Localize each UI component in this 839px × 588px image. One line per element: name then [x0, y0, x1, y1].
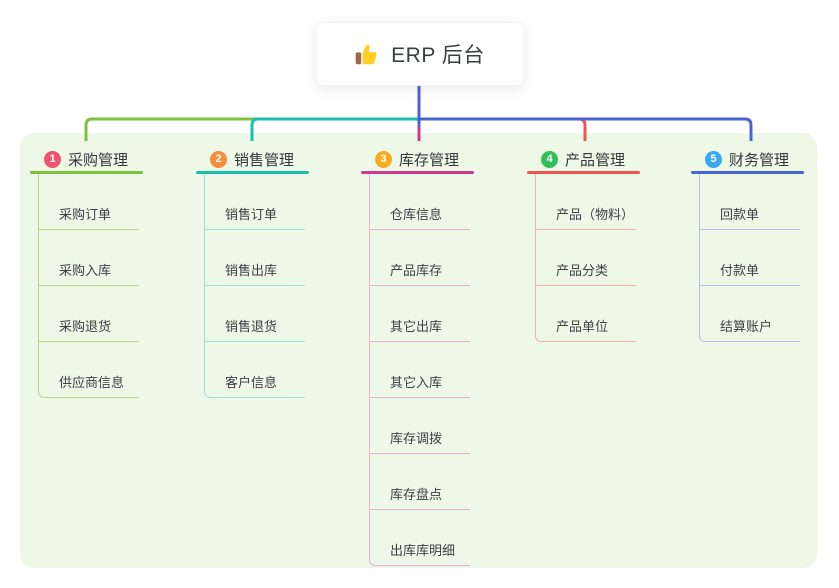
child-row[interactable]: 客户信息 [205, 342, 305, 397]
child-label: 出库库明细 [390, 543, 456, 558]
branch-number-badge: 3 [375, 150, 392, 168]
child-row[interactable]: 其它入库 [370, 342, 470, 398]
child-row[interactable]: 产品（物料） [536, 174, 636, 230]
branch-number-badge: 4 [541, 150, 558, 168]
child-label: 仓库信息 [390, 207, 443, 222]
branch-header-inventory[interactable]: 3 库存管理 [361, 150, 481, 169]
child-label: 产品分类 [556, 263, 609, 278]
branch-title: 产品管理 [565, 151, 626, 169]
connector-branch-finance [419, 117, 753, 141]
branch-inventory: 3 库存管理 仓库信息 产品库存 其它出库 其它入库 库存调拨 库存盘点 出库库… [361, 150, 481, 566]
child-label: 库存盘点 [390, 487, 443, 502]
child-label: 回款单 [720, 207, 760, 222]
branch-number-badge: 1 [44, 150, 61, 168]
child-row[interactable]: 库存调拨 [370, 398, 470, 454]
child-label: 采购订单 [59, 207, 112, 222]
child-row[interactable]: 销售订单 [205, 174, 305, 230]
child-label: 销售退货 [225, 319, 278, 334]
child-label: 客户信息 [225, 375, 278, 390]
branch-title: 采购管理 [68, 151, 129, 169]
connector-branch-sales [250, 117, 419, 141]
branch-underline [196, 171, 309, 174]
branch-children: 采购订单 采购入库 采购退货 供应商信息 [38, 174, 139, 398]
thumbs-up-icon [355, 44, 377, 64]
child-label: 库存调拨 [390, 431, 443, 446]
child-label: 销售订单 [225, 207, 278, 222]
child-label: 产品库存 [390, 263, 443, 278]
child-row[interactable]: 库存盘点 [370, 454, 470, 510]
branch-header-product[interactable]: 4 产品管理 [527, 150, 647, 169]
root-title: ERP 后台 [391, 44, 485, 67]
child-label: 采购退货 [59, 319, 112, 334]
branch-title: 销售管理 [234, 151, 295, 169]
branch-sales: 2 销售管理 销售订单 销售出库 销售退货 客户信息 [196, 150, 316, 398]
branch-finance: 5 财务管理 回款单 付款单 结算账户 [691, 150, 811, 342]
child-label: 其它出库 [390, 319, 443, 334]
branch-underline [527, 171, 640, 174]
child-label: 采购入库 [59, 263, 112, 278]
branch-number-badge: 2 [210, 150, 227, 168]
child-row[interactable]: 结算账户 [700, 286, 800, 341]
child-row[interactable]: 付款单 [700, 230, 800, 286]
connector-branch-purchase [84, 117, 419, 141]
child-label: 产品（物料） [556, 207, 635, 222]
connector-lines [84, 85, 753, 141]
child-row[interactable]: 产品单位 [536, 286, 636, 341]
mindmap-panel [20, 133, 817, 568]
branch-underline [30, 171, 143, 174]
child-row[interactable]: 产品分类 [536, 230, 636, 286]
branch-header-purchase[interactable]: 1 采购管理 [30, 150, 150, 169]
branch-header-sales[interactable]: 2 销售管理 [196, 150, 316, 169]
branch-children: 产品（物料） 产品分类 产品单位 [535, 174, 636, 342]
branch-underline [691, 171, 804, 174]
child-label: 结算账户 [720, 319, 773, 334]
child-row[interactable]: 仓库信息 [370, 174, 470, 230]
branch-number-badge: 5 [705, 150, 722, 168]
branch-children: 仓库信息 产品库存 其它出库 其它入库 库存调拨 库存盘点 出库库明细 [369, 174, 470, 566]
branch-underline [361, 171, 474, 174]
child-row[interactable]: 产品库存 [370, 230, 470, 286]
child-label: 供应商信息 [59, 375, 125, 390]
branch-header-finance[interactable]: 5 财务管理 [691, 150, 811, 169]
branch-children: 回款单 付款单 结算账户 [699, 174, 800, 342]
connector-branch-product [419, 117, 587, 141]
child-row[interactable]: 采购退货 [39, 286, 139, 342]
child-row[interactable]: 供应商信息 [39, 342, 139, 397]
child-row[interactable]: 采购订单 [39, 174, 139, 230]
root-node[interactable]: ERP 后台 [316, 22, 524, 86]
child-row[interactable]: 回款单 [700, 174, 800, 230]
branch-title: 财务管理 [729, 151, 790, 169]
child-row[interactable]: 其它出库 [370, 286, 470, 342]
child-row[interactable]: 采购入库 [39, 230, 139, 286]
child-row[interactable]: 销售出库 [205, 230, 305, 286]
child-label: 销售出库 [225, 263, 278, 278]
child-row[interactable]: 出库库明细 [370, 510, 470, 565]
child-label: 付款单 [720, 263, 760, 278]
branch-children: 销售订单 销售出库 销售退货 客户信息 [204, 174, 305, 398]
branch-product: 4 产品管理 产品（物料） 产品分类 产品单位 [527, 150, 647, 342]
child-label: 其它入库 [390, 375, 443, 390]
child-label: 产品单位 [556, 319, 609, 334]
branch-title: 库存管理 [399, 151, 460, 169]
branch-purchase: 1 采购管理 采购订单 采购入库 采购退货 供应商信息 [30, 150, 150, 398]
child-row[interactable]: 销售退货 [205, 286, 305, 342]
